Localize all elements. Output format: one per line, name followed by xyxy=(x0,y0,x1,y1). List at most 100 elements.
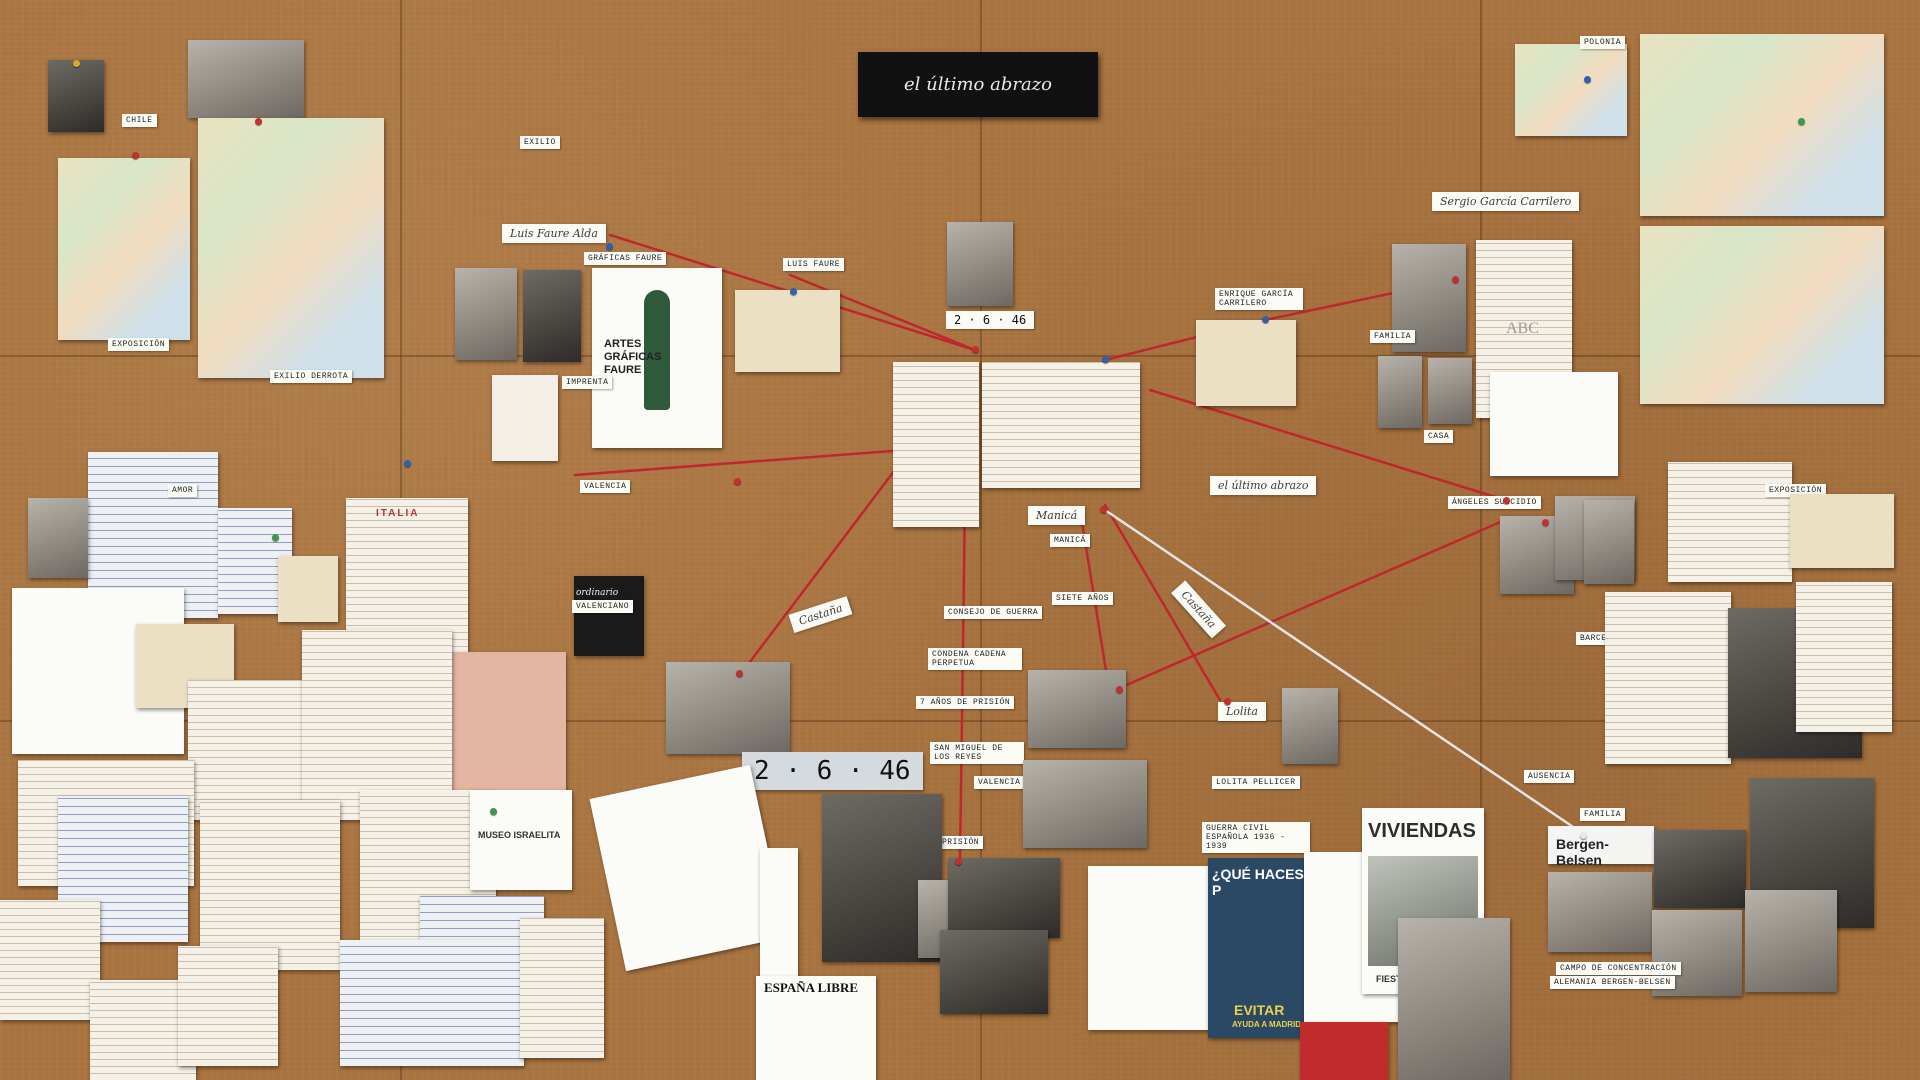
prisoners-line-photo xyxy=(948,858,1060,938)
portrait-photo-1 xyxy=(455,268,517,360)
label-campo: CAMPO DE CONCENTRACIÓN xyxy=(1556,962,1681,975)
faure-business-card xyxy=(492,375,558,461)
propaganda-stamps-sheet xyxy=(1088,866,1212,1030)
italia-header: ITALIA xyxy=(376,508,420,519)
espana-libre-masthead: ESPAÑA LIBRE xyxy=(764,980,859,995)
blue-stamped-forms xyxy=(340,940,524,1066)
label-graficas-faure: GRÁFICAS FAURE xyxy=(584,252,667,265)
dark-form-left xyxy=(520,918,604,1058)
booklet-f-shape xyxy=(644,290,670,410)
pushpin xyxy=(1100,506,1107,513)
hand-note-lolita: Lolita xyxy=(1218,702,1266,721)
label-exilio: EXILIO xyxy=(520,136,560,149)
lolita-photo xyxy=(1282,688,1338,764)
pushpin xyxy=(955,858,962,865)
receipt-stack xyxy=(200,800,340,970)
museo-header: MUSEO ISRAELITA xyxy=(478,830,561,840)
letter-page-2 xyxy=(982,362,1140,488)
pushpin xyxy=(1584,76,1591,83)
label-siete-prision: 7 AÑOS DE PRISIÓN xyxy=(916,696,1015,709)
label-guerra-civil: GUERRA CIVIL ESPAÑOLA 1936 - 1939 xyxy=(1202,822,1310,853)
label-enrique: ENRIQUE GARCÍA CARRILERO xyxy=(1215,288,1303,310)
pushpin xyxy=(790,288,797,295)
pushpin xyxy=(490,808,497,815)
hand-note-vertical-2: Castaña xyxy=(1171,580,1227,639)
pushpin xyxy=(1452,276,1459,283)
pushpin xyxy=(255,118,262,125)
label-valencia-center: VALENCIA xyxy=(974,776,1025,789)
bergen-belsen-text: Bergen-Belsen xyxy=(1556,836,1609,868)
hand-note-manica: Manicá xyxy=(1028,506,1086,525)
pushpin xyxy=(73,60,80,67)
label-exilio-derrota: EXILIO DERROTA xyxy=(270,370,353,383)
string-san-miguel xyxy=(958,498,967,862)
family-group-photo xyxy=(188,40,304,118)
label-ausencia: AUSENCIA xyxy=(1524,770,1575,783)
label-condena: CONDENA CADENA PERPETUA xyxy=(928,648,1022,670)
typed-document-2 xyxy=(1796,582,1892,732)
typed-document-1 xyxy=(1605,592,1731,764)
pushpin xyxy=(1224,698,1231,705)
pushpin xyxy=(1798,118,1805,125)
liberation-photo xyxy=(1745,890,1837,992)
label-consejo-guerra: CONSEJO DE GUERRA xyxy=(944,606,1043,619)
museo-israelita-card: MUSEO ISRAELITA xyxy=(470,790,572,890)
label-prision: PRISIÓN xyxy=(938,836,984,849)
photo-date-caption: 2 · 6 · 46 xyxy=(946,311,1035,329)
handwritten-letter-left xyxy=(0,900,100,1020)
postcard-sketch xyxy=(1490,372,1618,476)
house-photo-1 xyxy=(1378,356,1422,428)
pushpin xyxy=(132,152,139,159)
pushpin xyxy=(606,243,613,250)
poland-map xyxy=(1515,44,1627,136)
label-valenciano: VALENCIANO xyxy=(572,600,634,613)
house-photo-2 xyxy=(1428,358,1472,424)
viviendas-title: VIVIENDAS xyxy=(1368,820,1476,842)
title-plaque-text: el último abrazo xyxy=(903,74,1052,95)
espana-libre-newspaper: ESPAÑA LIBRE xyxy=(756,976,876,1080)
label-angeles-suicidio: ÁNGELES SUICIDIO xyxy=(1448,496,1541,509)
identity-card-cream xyxy=(278,556,338,622)
pushpin xyxy=(404,460,411,467)
label-amor: AMOR xyxy=(168,484,198,497)
cork-seam xyxy=(980,0,982,1080)
label-exposicion-left: EXPOSICIÓN xyxy=(108,338,170,351)
que-haces-text: ¿QUÉ HACES TÚ P xyxy=(1212,866,1327,898)
label-imprenta: IMPRENTA xyxy=(562,376,613,389)
central-portrait xyxy=(947,222,1013,306)
family-photo-small xyxy=(48,60,104,132)
green-poster xyxy=(1398,918,1510,1080)
bergen-belsen-sign: Bergen-Belsen xyxy=(1548,826,1654,868)
hand-note-vertical: Castaña xyxy=(788,596,853,633)
pushpin xyxy=(1102,356,1109,363)
hand-note-sergio: Sergio García Carrilero xyxy=(1432,192,1580,211)
crowd-photo xyxy=(940,930,1048,1014)
pushpin xyxy=(1580,832,1587,839)
certificate-right xyxy=(1790,494,1894,568)
handwritten-letter-right xyxy=(1668,462,1792,582)
form-document-2 xyxy=(302,630,452,820)
envelope-enrique xyxy=(1196,320,1296,406)
pushpin xyxy=(1116,686,1123,693)
envelope-luis xyxy=(735,290,840,372)
hand-note-luis-faure: Luis Faure Alda xyxy=(502,224,606,243)
pink-form xyxy=(448,652,566,802)
string-stamp xyxy=(1113,518,1507,692)
pushpin xyxy=(736,670,743,677)
label-familia-bottom: FAMILIA xyxy=(1580,808,1626,821)
pushpin xyxy=(972,346,979,353)
booklet-title: ARTES GRÁFICAS FAURE xyxy=(604,338,662,376)
pushpin xyxy=(1542,519,1549,526)
label-luis-faure: LUIS FAURE xyxy=(783,258,845,271)
hand-note-ultimo-abrazo: el último abrazo xyxy=(1210,476,1317,495)
label-familia-top: FAMILIA xyxy=(1370,330,1416,343)
pushpin xyxy=(734,478,741,485)
big-date-plate: 2 · 6 · 46 xyxy=(742,752,923,790)
pushpin xyxy=(1262,316,1269,323)
string-prison-photo xyxy=(738,448,912,677)
label-san-miguel: SAN MIGUEL DE LOS REYES xyxy=(930,742,1024,764)
label-exposicion-right: EXPOSICIÓN xyxy=(1765,484,1827,497)
barracks-photo xyxy=(1654,830,1746,908)
pushpin xyxy=(272,534,279,541)
angeles-photo-3 xyxy=(1584,500,1634,584)
